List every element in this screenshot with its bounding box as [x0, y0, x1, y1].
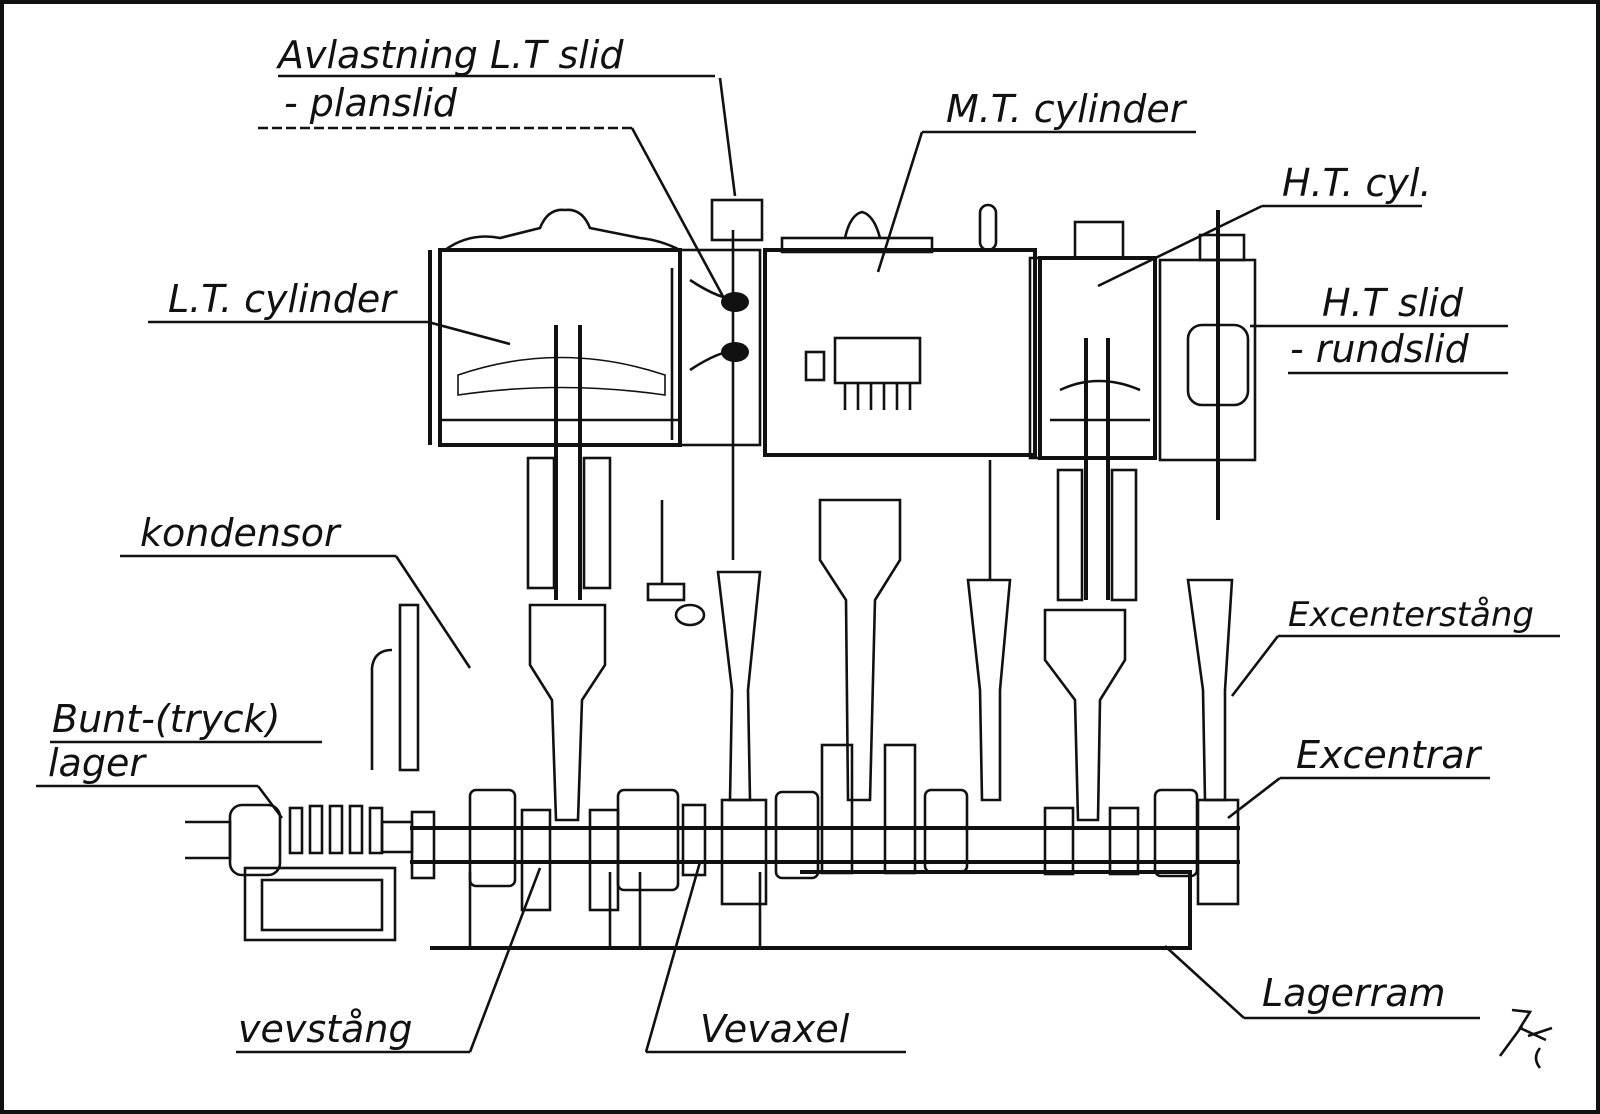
leader-lagerram — [1164, 945, 1245, 1019]
mt-cylinder — [763, 203, 1037, 457]
label-excenterstang: Excenterstång — [1288, 595, 1534, 635]
label-vevaxel: Vevaxel — [700, 1007, 850, 1051]
leader-planslid — [630, 127, 728, 303]
ht-cylinder — [1028, 220, 1157, 460]
labels: Avlastning L.T slid - planslid M.T. cyli… — [48, 33, 1534, 1051]
leader-vevstang — [468, 867, 542, 1053]
eccentric-rods — [716, 570, 1234, 802]
label-avlastning: Avlastning L.T slid — [275, 33, 624, 77]
leader-lager — [256, 785, 284, 819]
piston-rods — [526, 230, 1138, 602]
label-ht-cyl: H.T. cyl. — [1282, 161, 1432, 205]
label-lt-cylinder: L.T. cylinder — [168, 277, 398, 321]
crankshaft — [410, 743, 1240, 912]
label-planslid: - planslid — [284, 81, 458, 125]
bearing-frame — [430, 870, 1192, 950]
reversing-lever — [646, 500, 706, 627]
lt-valve-chest — [678, 198, 764, 447]
artist-signature — [1498, 1008, 1553, 1069]
label-mt-cylinder: M.T. cylinder — [946, 87, 1188, 131]
label-vevstang: vevstång — [238, 1007, 413, 1051]
leader-mt — [876, 131, 924, 273]
label-rundslid: - rundslid — [1290, 327, 1470, 371]
condenser — [370, 603, 420, 772]
label-lager: lager — [48, 741, 147, 785]
leader-avlastning — [718, 77, 737, 197]
label-bunt-tryck: Bunt-(tryck) — [52, 697, 280, 741]
leader-excenterstang — [1230, 635, 1280, 697]
leader-lines — [36, 74, 1560, 1054]
label-kondensor: kondensor — [140, 511, 342, 555]
ht-piston-valve — [1158, 210, 1257, 520]
leader-ht-cyl — [1097, 204, 1263, 288]
thrust-bearing — [185, 803, 414, 942]
leader-kondensor — [394, 555, 472, 669]
label-ht-slid: H.T slid — [1322, 281, 1464, 325]
leader-vevaxel — [644, 861, 702, 1053]
leader-excentrar — [1227, 776, 1281, 820]
label-lagerram: Lagerram — [1262, 971, 1446, 1015]
connecting-rods — [528, 498, 1127, 822]
label-excentrar: Excentrar — [1296, 733, 1483, 777]
leader-lt — [427, 320, 511, 346]
engine-drawing — [185, 198, 1257, 950]
